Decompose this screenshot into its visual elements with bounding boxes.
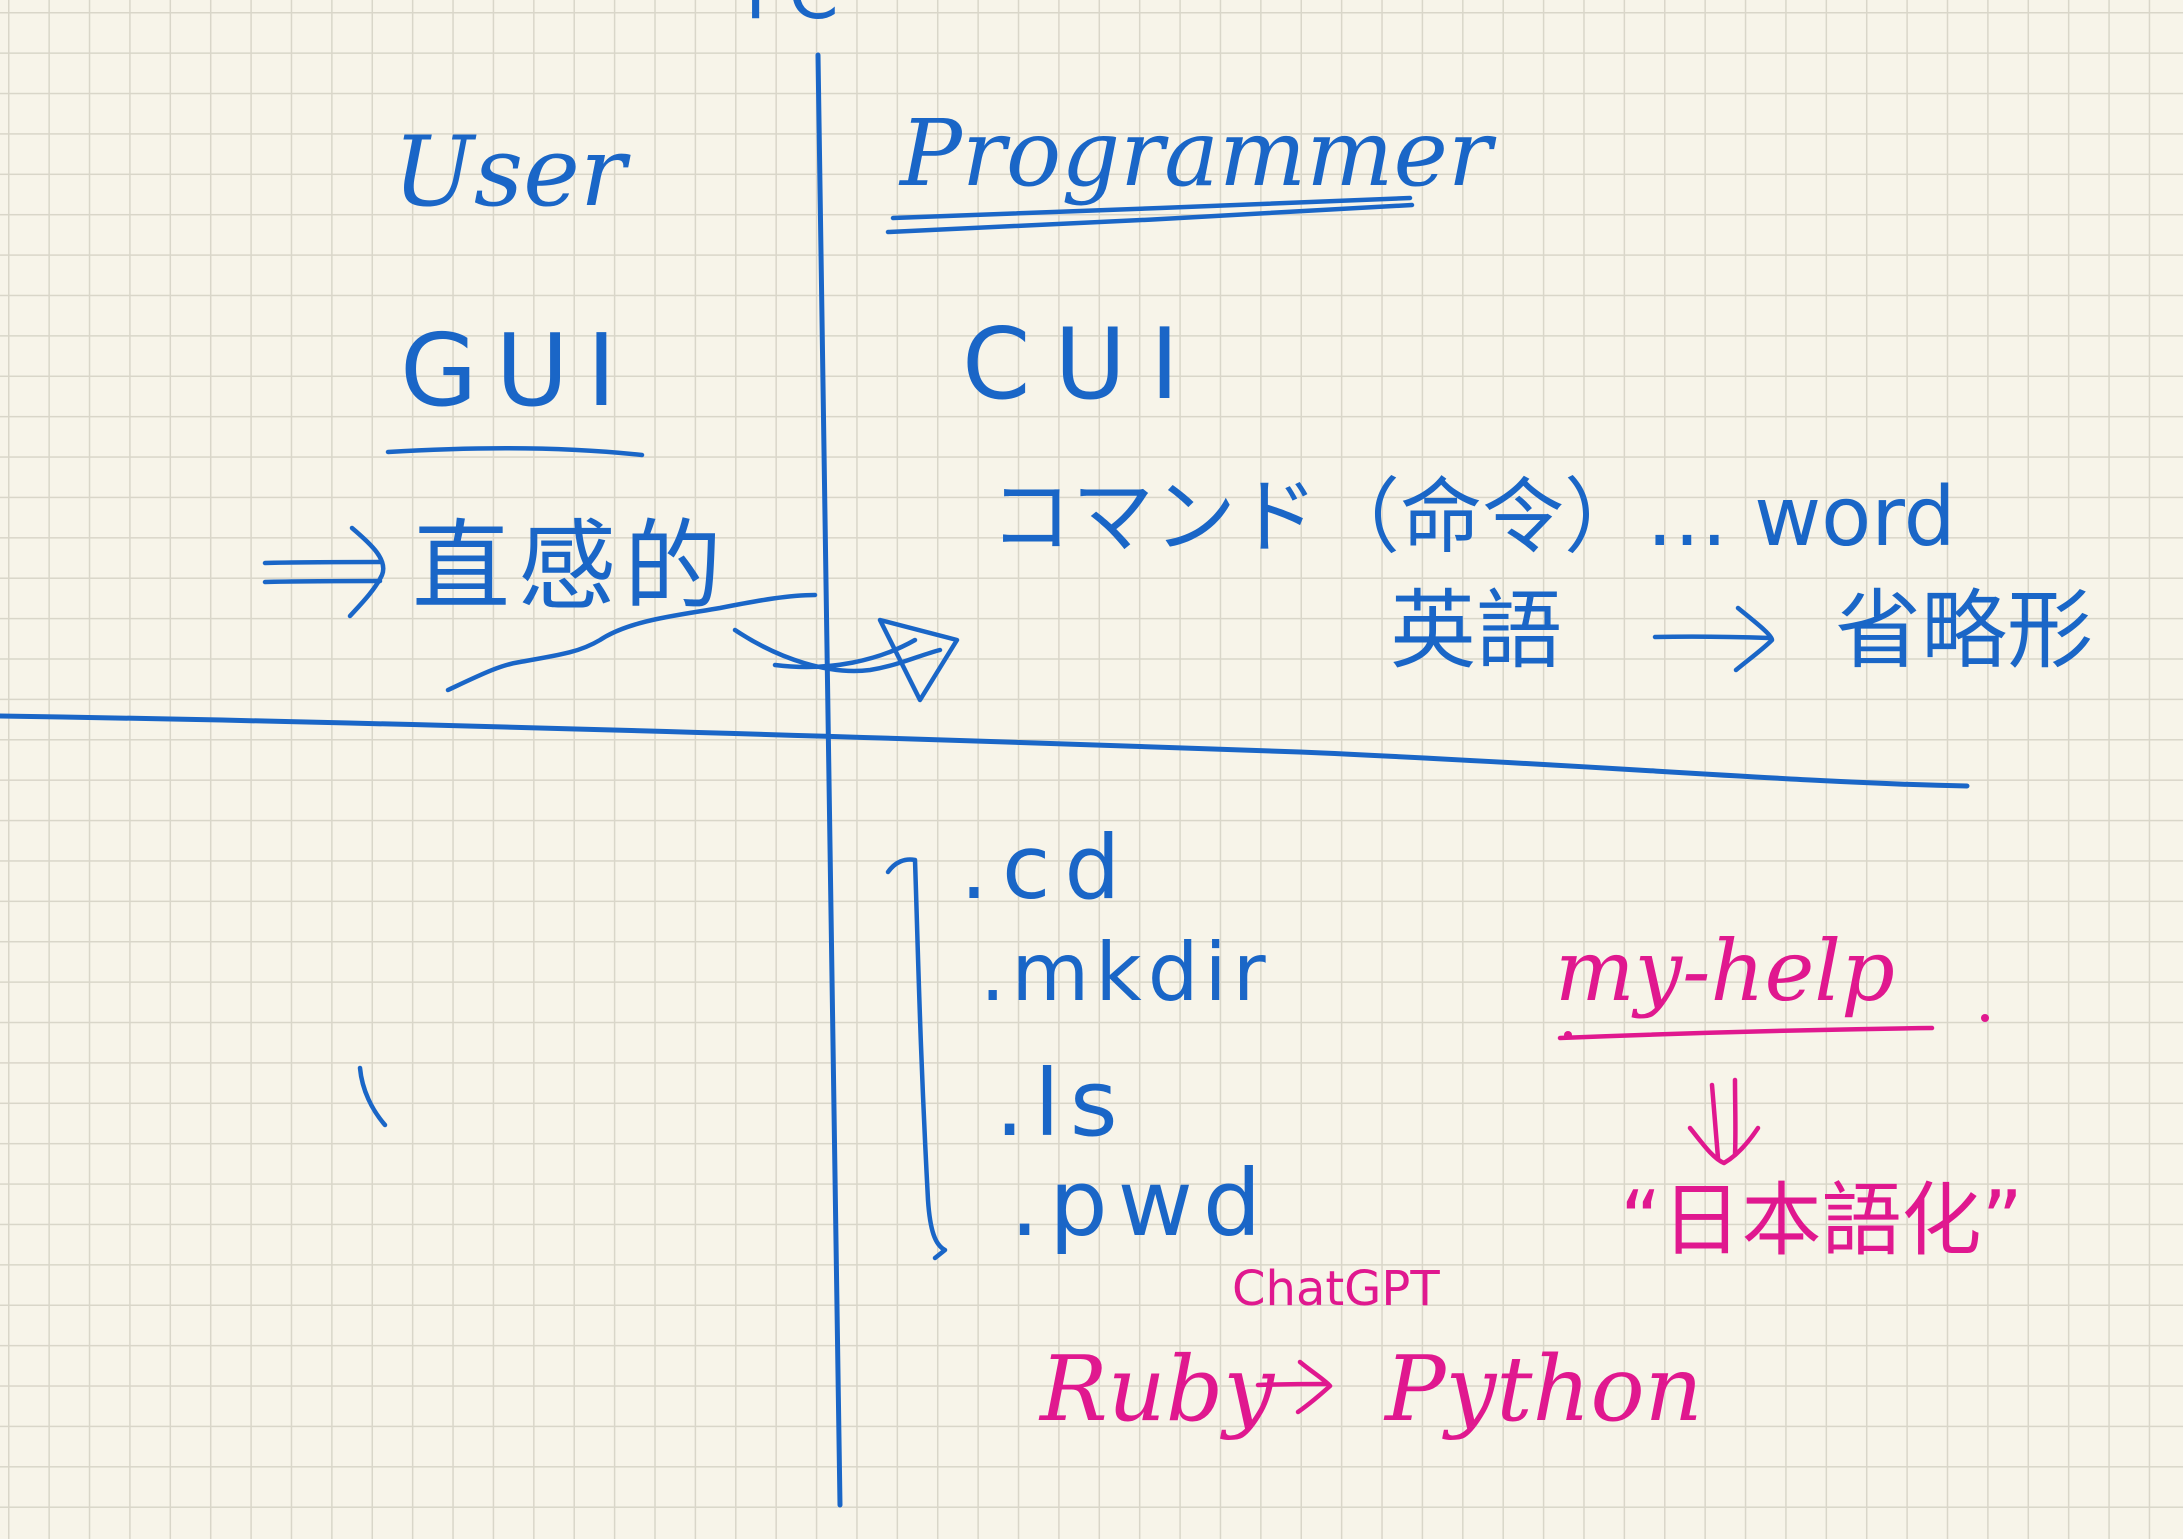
japanese-localization-text: “日本語化” [1620,1174,2023,1267]
arrow-ruby-to-python-icon [1255,1359,1333,1415]
command-ls: .ls [995,1050,1128,1157]
programmer-heading: Programmer [898,100,1497,207]
english-text: 英語 [1390,581,1562,681]
user-heading: User [393,116,631,228]
gui-underline [385,445,645,458]
cui-heading: CUI [962,308,1203,422]
gui-heading: GUI [400,312,634,429]
header-fragment-text: PC [745,0,839,35]
my-help-underline [1557,1025,1935,1041]
intuitive-text: 直感的 [412,510,730,624]
chatgpt-text: ChatGPT [1232,1261,1440,1317]
python-text: Python [1383,1337,1703,1442]
command-list-bracket [885,857,948,1261]
arrow-to-cui-icon [732,617,960,703]
intuitive-wavy-underline [445,592,818,693]
programmer-double-underline-arrow [885,195,1415,235]
double-arrow-icon [262,525,386,619]
down-double-arrow-icon [1687,1077,1761,1166]
abbreviation-text: 省略形 [1835,581,2093,681]
stray-pen-mark [357,1065,388,1128]
command-pwd: .pwd [1010,1150,1271,1257]
command-mkdir: .mkdir [980,926,1272,1019]
command-cd: .cd [960,816,1134,919]
arrow-to-abbrev-icon [1652,605,1775,673]
pink-dot-left [1564,1031,1572,1039]
command-text: コマンド（命令）… word [990,470,1956,565]
my-help-text: my-help [1555,922,1895,1020]
ruby-text: Ruby [1038,1337,1275,1442]
pink-dot-right [1981,1014,1989,1022]
vertical-axis-line [815,52,843,1508]
horizontal-axis-line [0,713,1970,789]
